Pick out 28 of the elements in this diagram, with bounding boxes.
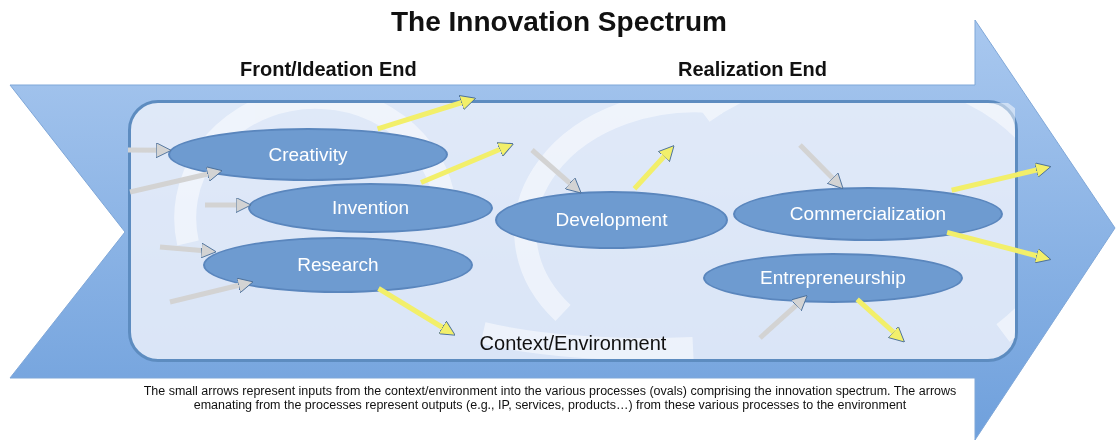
output-arrow bbox=[377, 286, 456, 336]
output-arrow bbox=[376, 95, 477, 132]
process-label: Invention bbox=[331, 197, 410, 219]
process-oval bbox=[203, 237, 473, 293]
input-arrow bbox=[205, 197, 252, 213]
input-arrow bbox=[128, 142, 172, 159]
input-arrow bbox=[169, 277, 254, 305]
process-label: Development bbox=[555, 209, 668, 231]
input-arrow bbox=[159, 242, 217, 259]
input-arrow bbox=[798, 143, 844, 190]
process-label: Entrepreneurship bbox=[760, 267, 906, 289]
output-arrow bbox=[420, 142, 514, 185]
process-label: Research bbox=[297, 254, 379, 276]
output-arrow bbox=[951, 162, 1052, 193]
section-heading: Front/Ideation End bbox=[240, 58, 417, 81]
output-arrow bbox=[632, 145, 675, 191]
section-heading: Realization End bbox=[678, 58, 827, 81]
diagram-title: The Innovation Spectrum bbox=[390, 6, 728, 38]
input-arrow bbox=[758, 295, 808, 340]
context-label: Context/Environment bbox=[478, 332, 668, 355]
input-arrow bbox=[129, 166, 223, 195]
process-oval bbox=[248, 183, 493, 233]
input-arrow bbox=[530, 148, 582, 194]
process-label: Creativity bbox=[268, 143, 348, 166]
output-arrow bbox=[855, 297, 905, 343]
process-label: Commercialization bbox=[789, 203, 947, 225]
process-oval bbox=[168, 128, 448, 181]
output-arrow bbox=[946, 230, 1052, 264]
